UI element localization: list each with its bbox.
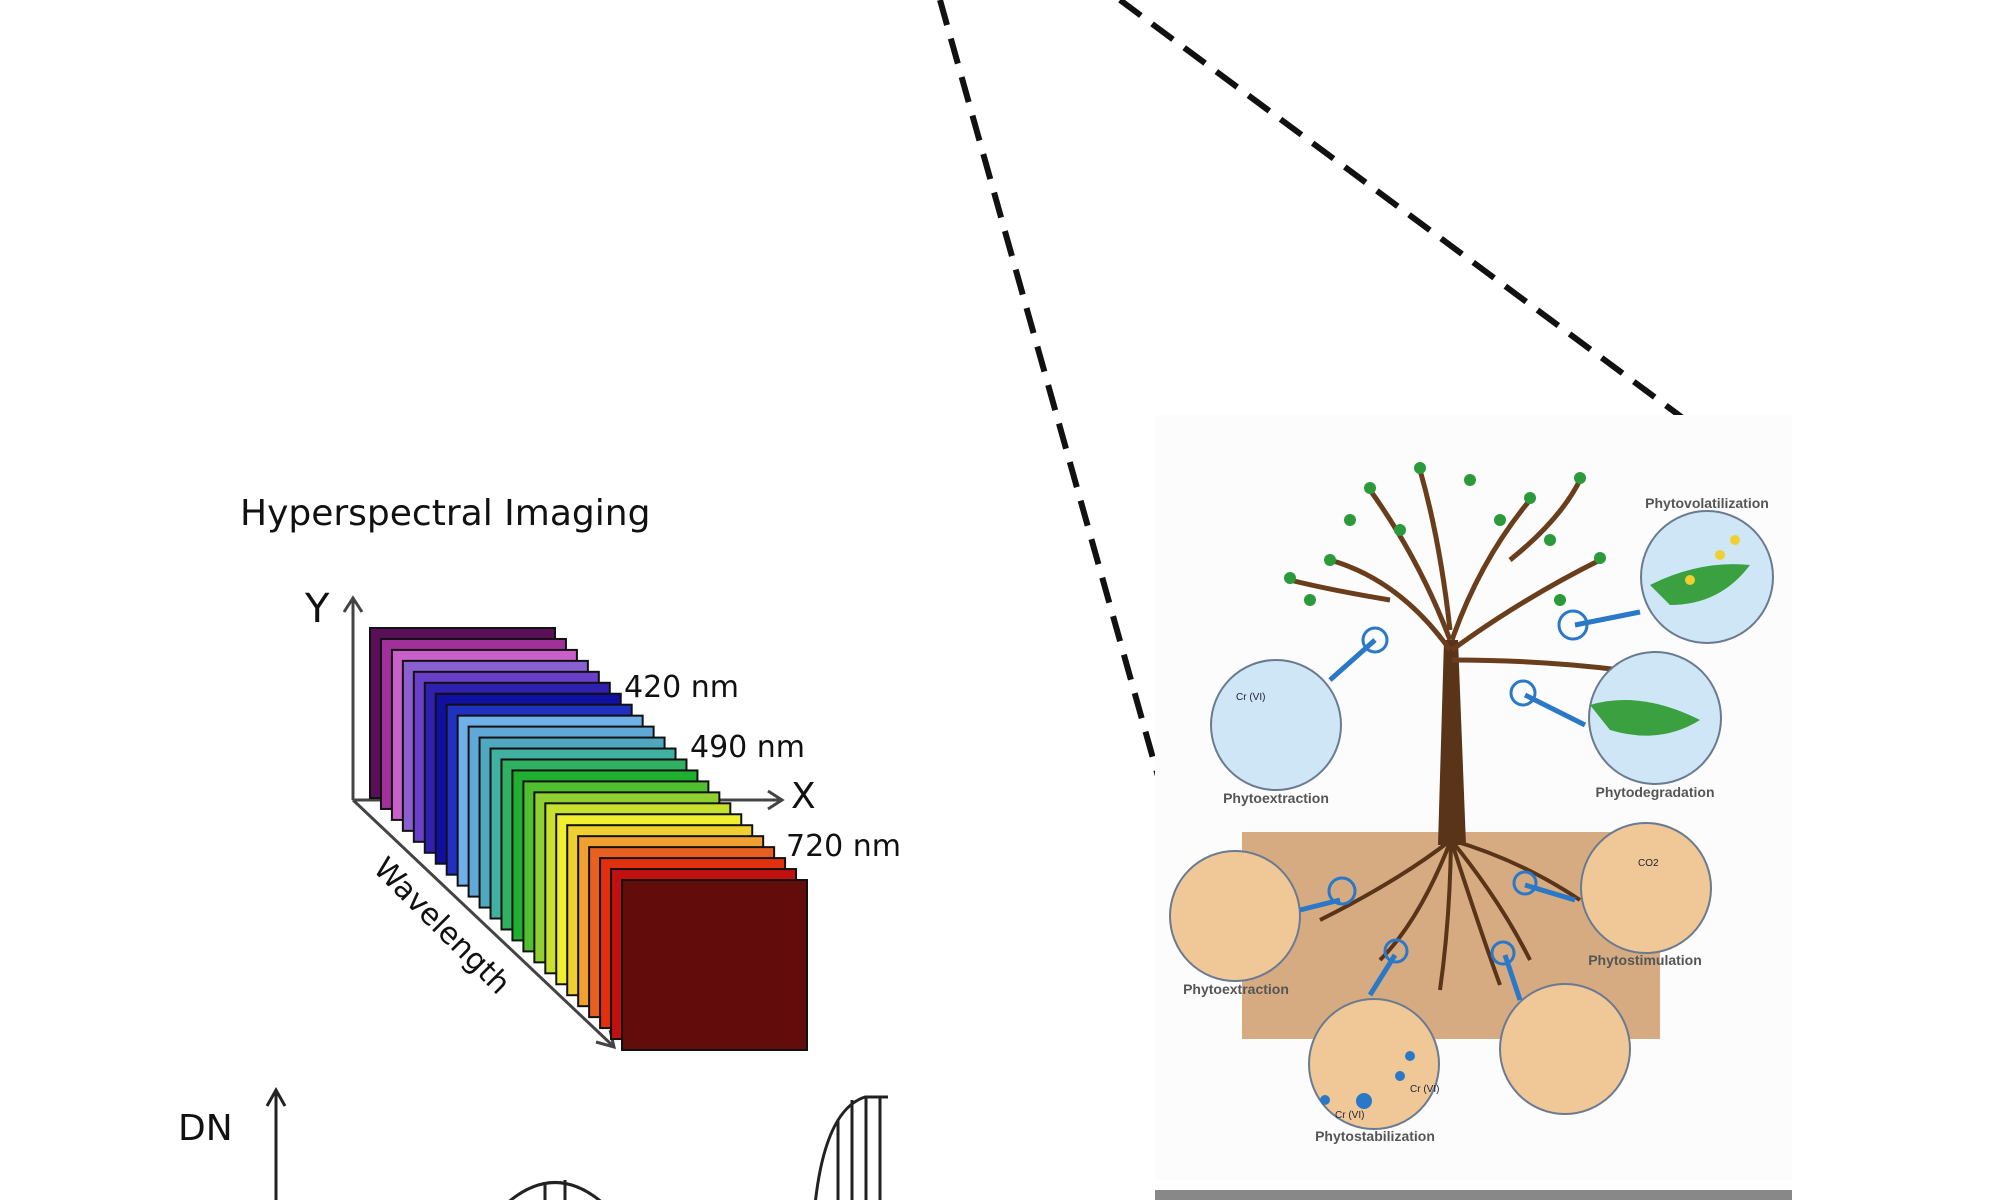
label-phytovolatilization: Phytovolatilization xyxy=(1645,495,1769,511)
label-cr-vi: Cr (VI) xyxy=(1335,1110,1364,1121)
hsi-title: Hyperspectral Imaging xyxy=(240,493,650,534)
axis-dn-label: DN xyxy=(178,1108,233,1149)
axis-x-label: X xyxy=(791,776,816,817)
label-co2: CO2 xyxy=(1638,858,1659,869)
label-phytostabilization: Phytostabilization xyxy=(1315,1128,1435,1144)
inset-root-bottom xyxy=(1499,983,1631,1115)
inset-phytoextraction-shoot xyxy=(1210,659,1342,791)
label-phytoextraction-shoot: Phytoextraction xyxy=(1223,790,1329,806)
band-label-420: 420 nm xyxy=(624,670,739,705)
photo-strip xyxy=(1155,1190,1792,1200)
tree-leaves xyxy=(1284,462,1626,674)
hyperspectral-cube xyxy=(369,627,808,1051)
roots xyxy=(1319,838,1582,991)
spectral-band-slice xyxy=(621,879,808,1051)
label-phytoextraction-root: Phytoextraction xyxy=(1183,981,1289,997)
label-phytodegradation: Phytodegradation xyxy=(1595,784,1714,800)
label-cr-vi: Cr (VI) xyxy=(1410,1084,1439,1095)
tree-branches xyxy=(1289,469,1621,673)
band-label-490: 490 nm xyxy=(690,730,805,765)
inset-phytostimulation xyxy=(1580,822,1712,954)
inset-phytoextraction-root xyxy=(1169,850,1301,982)
inset-phytostabilization xyxy=(1308,998,1440,1130)
zoom-line-right xyxy=(1118,0,1744,465)
label-phytostimulation: Phytostimulation xyxy=(1588,952,1702,968)
tree-trunk xyxy=(1438,640,1466,845)
label-cr-vi: Cr (VI) xyxy=(1236,692,1265,703)
axis-y-label: Y xyxy=(304,586,330,632)
dn-spectrum-plot xyxy=(265,1086,888,1200)
phytoremediation-diagram xyxy=(1155,415,1792,1200)
band-label-720: 720 nm xyxy=(786,829,901,864)
zoom-line-left xyxy=(937,0,1175,827)
